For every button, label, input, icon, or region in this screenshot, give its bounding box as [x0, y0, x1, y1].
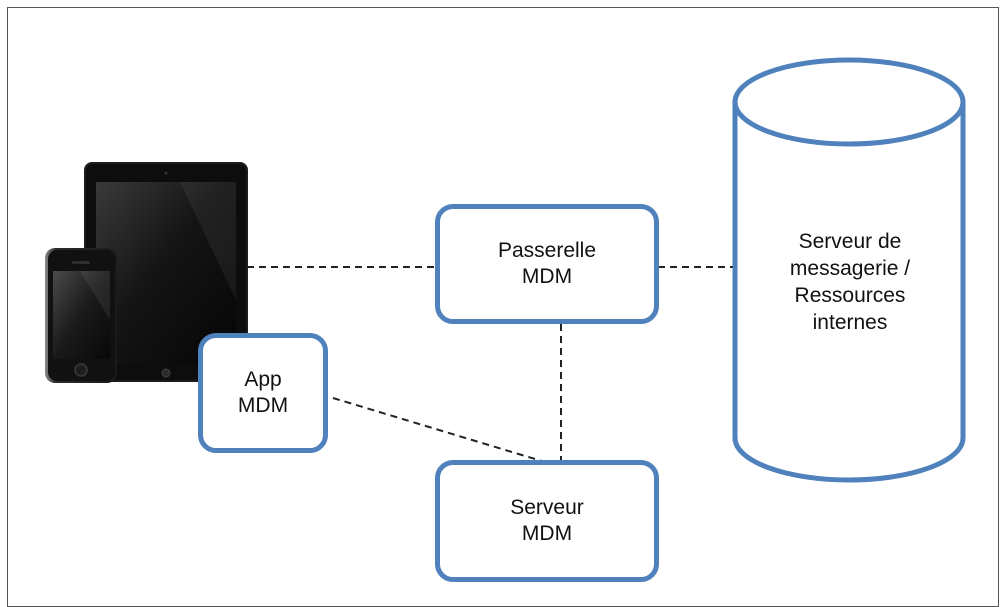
mail-server-cylinder — [732, 57, 966, 483]
server-label-line2: MDM — [521, 522, 573, 545]
mail-server-label: Serveur de messagerie / Ressources inter… — [738, 228, 962, 336]
gateway-label-line1: Passerelle — [497, 239, 597, 262]
smartphone-icon — [45, 248, 117, 383]
mail-server-label-line2: messagerie / — [789, 257, 911, 280]
gateway-label-line2: MDM — [521, 265, 573, 288]
gateway-node: Passerelle MDM — [435, 204, 659, 324]
server-label-line1: Serveur — [510, 496, 584, 519]
connector-app-server — [332, 397, 546, 463]
mail-server-label-line3: Ressources — [794, 284, 906, 307]
mail-server-label-line1: Serveur de — [798, 230, 902, 253]
server-node: Serveur MDM — [435, 460, 659, 582]
app-label-line2: MDM — [237, 394, 289, 417]
mail-server-label-line4: internes — [812, 311, 888, 334]
app-label-line1: App — [244, 368, 282, 391]
app-node: App MDM — [198, 333, 328, 453]
